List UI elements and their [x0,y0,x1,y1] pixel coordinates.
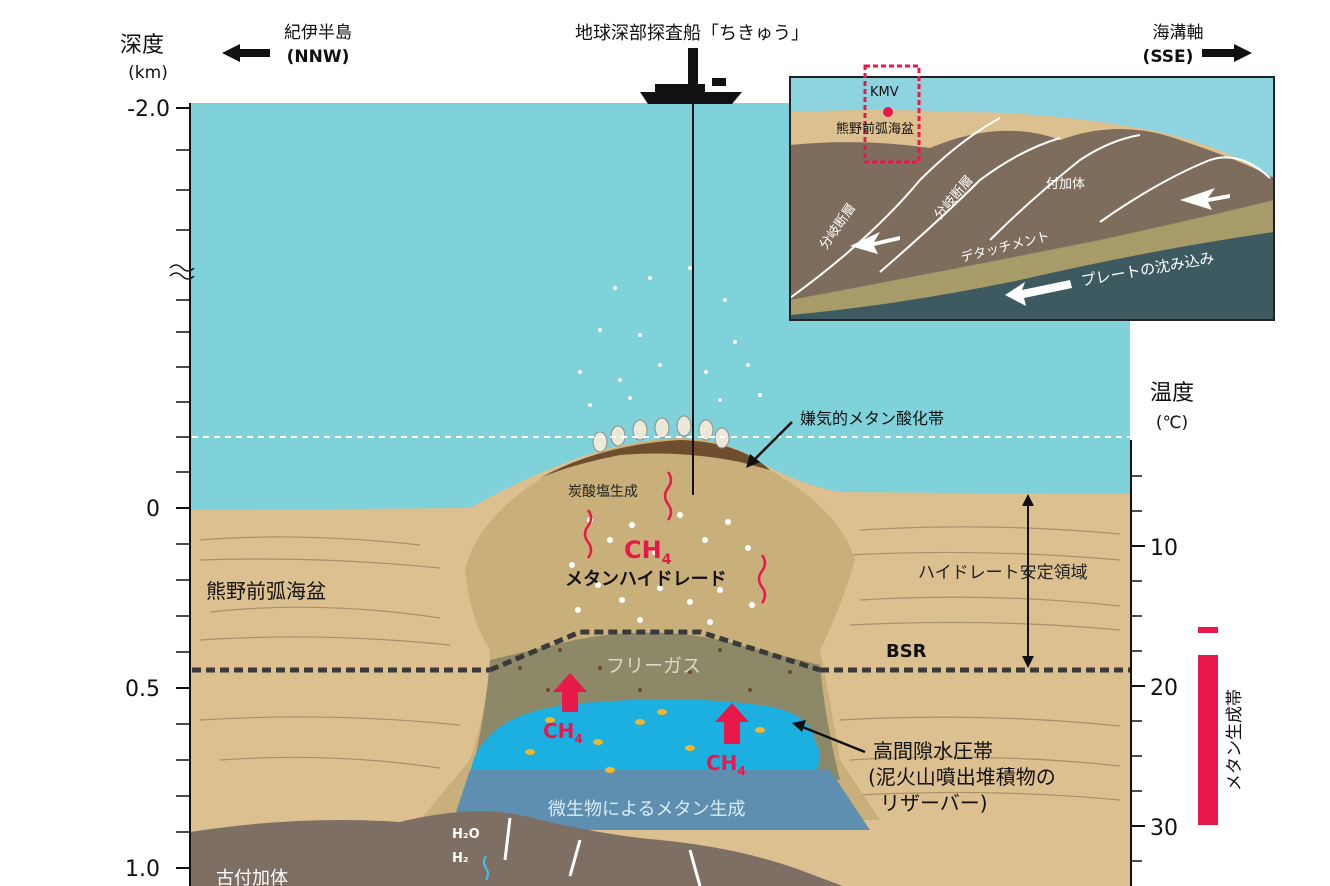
ch4-up-arrow-left [553,673,587,712]
depth-tick-label: -2.0 [127,97,170,122]
ship-label: 地球深部探査船「ちきゅう」 [575,23,809,44]
kmv-marker [883,107,893,117]
temperature-axis-unit: (℃) [1156,413,1188,433]
methane-hydrate-label: メタンハイドレード [565,569,727,590]
axis-break-icon [169,264,195,280]
overpressure-label: リザーバー) [880,791,988,815]
depth-tick-label: 0.5 [125,677,160,702]
h2o-label: H₂O [452,827,480,842]
bsr-line-center [489,629,821,673]
inset-highlight-box [863,64,921,164]
methane-seep-wiggles [583,471,767,604]
inset-accretion-label: 付加体 [1046,177,1085,192]
left-direction-code: (NNW) [287,47,350,67]
temperature-axis-title: 温度 [1150,381,1194,406]
slip-arrow-icon [850,188,1230,254]
overpressure-label: 高間隙水圧帯 [873,739,993,763]
methanogenesis-zone-bar [1198,655,1218,825]
methanogenesis-zone-bar-top [1198,627,1218,633]
gas-dots [518,648,792,692]
temperature-tick-label: 30 [1150,816,1178,841]
h2-label: H₂ [452,851,469,866]
methane-dots [525,709,765,773]
methanogenesis-zone-label: メタン生成帯 [1225,689,1245,791]
h2-rise-icon [483,855,489,881]
mud-volcano-cap [540,440,770,478]
ch4-label: CH4 [543,719,583,746]
reservoir-pointer [792,720,866,754]
right-direction-code: (SSE) [1143,47,1194,67]
anaerobic-zone-pointer [746,421,793,468]
left-direction-place: 紀伊半島 [284,23,352,43]
subduction-arrow-icon [1005,280,1072,306]
overpressure-label: (泥火山噴出堆積物の [868,765,1056,789]
arrow-left-icon [222,44,270,62]
depth-axis-title: 深度 [120,33,164,58]
temperature-tick-label: 10 [1150,536,1178,561]
temperature-axis [1130,440,1145,886]
stability-zone-arrow [1022,494,1034,668]
basin-label: 熊野前弧海盆 [206,579,326,603]
microbial-label: 微生物によるメタン生成 [548,799,745,820]
arrow-right-icon [1202,44,1252,62]
reservoir-lower [450,770,870,830]
depth-tick-label: 1.0 [125,857,160,882]
depth-axis [169,103,195,886]
temperature-tick-label: 20 [1150,676,1178,701]
inset-basin-label: 熊野前弧海盆 [836,121,914,137]
depth-axis-unit: (km) [128,63,168,83]
ch4-label: CH4 [706,751,746,778]
inset-kmv-label: KMV [870,85,899,100]
depth-tick-label: 0 [146,497,160,522]
right-direction-place: 海溝軸 [1153,23,1204,43]
bsr-label: BSR [886,641,927,662]
old-accretion-prism [190,811,843,886]
free-gas-label: フリーガス [606,655,701,677]
inset-diagram [789,64,1275,321]
anaerobic-zone-label: 嫌気的メタン酸化帯 [800,409,944,428]
old-accretion-label: 古付加体 [216,868,288,886]
sediment-strata [199,526,1121,801]
stability-zone-label: ハイドレート安定領域 [918,563,1088,583]
ch4-label: CH4 [624,536,672,568]
ch4-up-arrow-right [715,703,749,744]
carbonate-label: 炭酸塩生成 [568,484,638,500]
old-accretion-veins [503,817,702,886]
drilling-ship-icon [640,48,742,104]
bubble-plume [578,266,762,407]
